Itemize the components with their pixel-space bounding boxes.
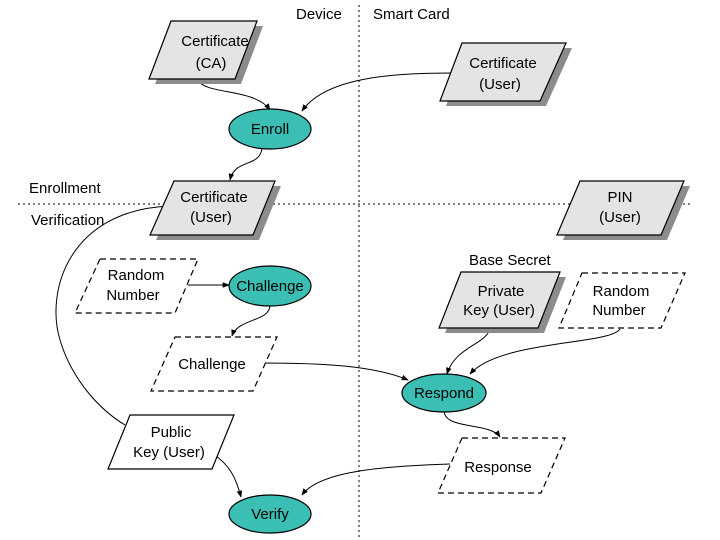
- arrow-ca-to-enroll: [197, 79, 271, 111]
- arrow-respond-to-response: [443, 410, 501, 438]
- challenge-data-label: Challenge: [178, 356, 246, 373]
- arrow-challenge-op-to-data: [231, 304, 271, 337]
- base-secret-label: Base Secret: [469, 252, 552, 269]
- enrollment-label: Enrollment: [29, 180, 102, 197]
- random-number-device-line2: Number: [106, 287, 159, 304]
- arrow-card-cert-to-enroll: [301, 72, 453, 112]
- enroll-label: Enroll: [251, 121, 289, 138]
- certificate-user-card-line1: Certificate: [469, 55, 537, 72]
- line-cert-to-public-key: [55, 205, 171, 426]
- certificate-user-device-line2: (User): [190, 209, 232, 226]
- arrow-enroll-to-cert: [228, 147, 263, 181]
- verify-oval: Verify: [228, 494, 312, 534]
- verify-label: Verify: [251, 506, 289, 523]
- device-label: Device: [296, 6, 342, 23]
- random-number-card-box: Random Number: [558, 272, 686, 329]
- certificate-ca-box: Certificate (CA): [148, 20, 263, 84]
- arrow-response-to-verify: [301, 463, 451, 496]
- public-key-line1: Public: [151, 424, 192, 441]
- pin-line1: PIN: [607, 189, 632, 206]
- pin-line2: (User): [599, 209, 641, 226]
- random-number-device-line1: Random: [108, 267, 165, 284]
- challenge-oval: Challenge: [228, 265, 312, 307]
- private-key-line1: Private: [478, 283, 525, 300]
- random-number-device-box: Random Number: [74, 258, 199, 314]
- connectors: [55, 72, 621, 498]
- challenge-op-label: Challenge: [236, 278, 304, 295]
- response-label: Response: [464, 459, 532, 476]
- respond-oval: Respond: [401, 373, 487, 413]
- certificate-user-card-line2: (User): [479, 76, 521, 93]
- private-key-line2: Key (User): [463, 302, 535, 319]
- certificate-user-card-box: Certificate (User): [439, 42, 572, 106]
- enroll-oval: Enroll: [228, 108, 312, 150]
- random-number-card-line2: Number: [592, 302, 645, 319]
- arrow-challenge-to-respond: [261, 362, 409, 381]
- pin-user-box: PIN (User): [556, 180, 690, 240]
- public-key-user-box: Public Key (User): [107, 414, 235, 470]
- verification-label: Verification: [31, 212, 104, 229]
- smart-card-label: Smart Card: [373, 6, 450, 23]
- certificate-ca-line2: (CA): [196, 55, 227, 72]
- arrow-random-to-respond: [469, 328, 621, 375]
- private-key-box: Private Key (User): [438, 271, 566, 333]
- arrow-private-key-to-respond: [446, 328, 491, 375]
- response-box: Response: [437, 437, 566, 494]
- challenge-data-box: Challenge: [150, 336, 278, 392]
- random-number-card-line1: Random: [593, 283, 650, 300]
- respond-label: Respond: [414, 385, 474, 402]
- certificate-ca-line1: Certificate: [181, 33, 249, 50]
- public-key-line2: Key (User): [133, 444, 205, 461]
- certificate-user-device-box: Certificate (User): [149, 180, 281, 240]
- certificate-user-device-line1: Certificate: [180, 189, 248, 206]
